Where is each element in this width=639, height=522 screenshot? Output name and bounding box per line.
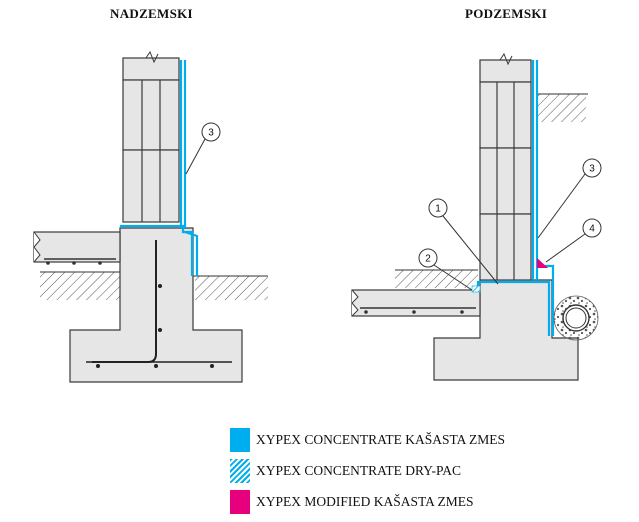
left-floor-slab <box>33 231 121 263</box>
right-callout-1 <box>428 198 448 218</box>
legend-label: XYPEX MODIFIED KAŠASTA ZMES <box>256 494 474 509</box>
svg-text:4: 4 <box>589 224 595 235</box>
legend-label: XYPEX CONCENTRATE DRY-PAC <box>256 463 462 478</box>
right-diagram: 1 2 3 4 <box>351 52 602 381</box>
right-callout-2 <box>418 248 438 268</box>
legend-item-concentrate-slurry: XYPEX CONCENTRATE KAŠASTA ZMES <box>230 428 505 452</box>
right-soil-upper <box>538 94 586 122</box>
right-diagram-title: PODZEMSKI <box>465 6 548 21</box>
right-masonry-wall <box>479 59 532 281</box>
svg-text:2: 2 <box>425 254 431 265</box>
left-callout-3 <box>201 122 221 142</box>
legend-item-concentrate-dry-pac: XYPEX CONCENTRATE DRY-PAC <box>230 459 461 483</box>
left-soil-right <box>195 276 268 300</box>
svg-text:3: 3 <box>589 164 595 175</box>
left-soil-left <box>40 272 120 300</box>
right-modified-cove <box>537 258 548 268</box>
right-callout-3 <box>582 158 602 178</box>
legend-swatch-solid-blue <box>230 428 250 452</box>
left-diagram: 3 <box>33 50 268 383</box>
left-xypex-membrane <box>119 60 199 276</box>
legend-swatch-solid-magenta <box>230 490 250 514</box>
right-footing <box>433 279 579 381</box>
left-masonry-wall <box>122 57 180 223</box>
right-soil-left <box>395 270 478 288</box>
legend-label: XYPEX CONCENTRATE KAŠASTA ZMES <box>256 432 506 447</box>
right-dry-pac-joint <box>471 285 481 293</box>
right-drain-pipe <box>562 304 590 332</box>
legend-swatch-hatched-blue <box>230 459 250 483</box>
right-callout-4 <box>582 218 602 238</box>
left-diagram-title: NADZEMSKI <box>110 6 193 21</box>
svg-text:3: 3 <box>208 128 214 139</box>
svg-text:1: 1 <box>435 204 441 215</box>
legend-item-modified-slurry: XYPEX MODIFIED KAŠASTA ZMES <box>230 490 474 514</box>
right-floor-slab <box>351 289 481 317</box>
